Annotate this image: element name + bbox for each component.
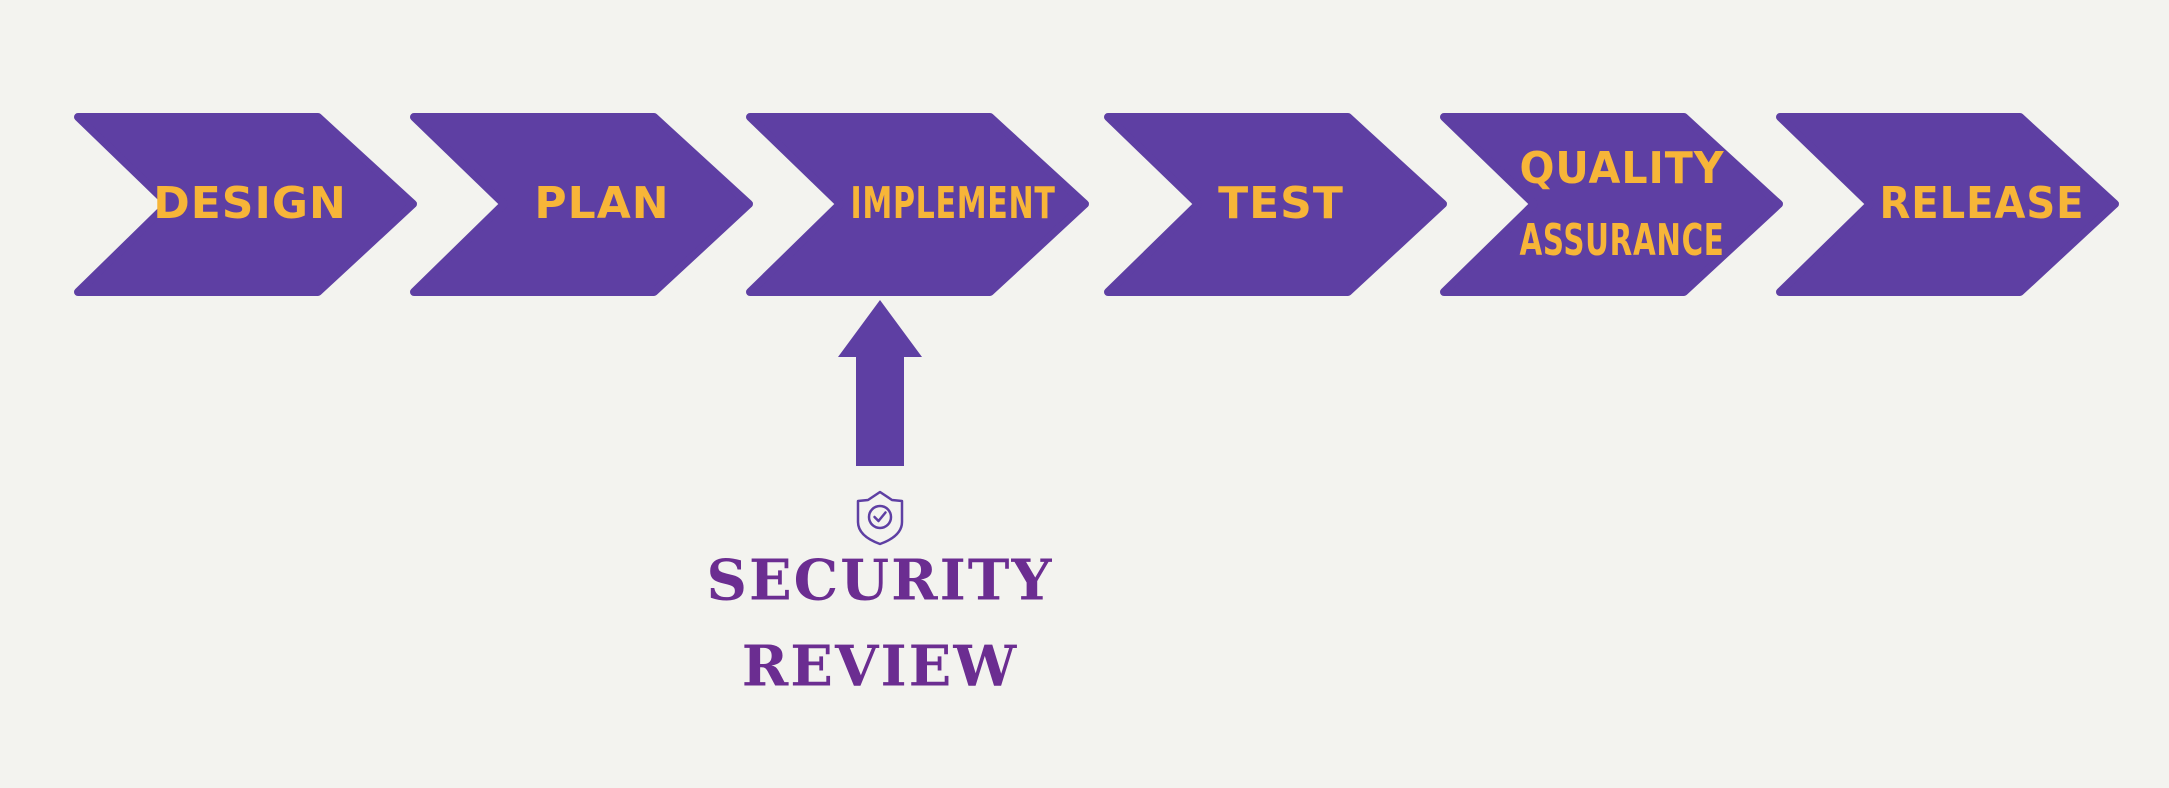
stage-label: TEST (1218, 178, 1344, 229)
chevron-shape (410, 113, 753, 296)
stage-design: DESIGN (74, 113, 417, 296)
shield-check-icon (856, 490, 904, 546)
stage-label-line-1: QUALITY (1520, 143, 1725, 194)
chevron-shape (1104, 113, 1447, 296)
stage-label: RELEASE (1880, 178, 2085, 229)
chevron-shape (1776, 113, 2119, 296)
stage-implement: IMPLEMENT (746, 113, 1089, 296)
stage-quality-assurance: QUALITY ASSURANCE (1440, 113, 1783, 296)
security-review: SECURITY REVIEW (707, 490, 1054, 700)
stage-label: PLAN (534, 178, 669, 229)
up-arrow (838, 300, 922, 466)
stage-label: DESIGN (153, 178, 347, 229)
review-label-line-2: REVIEW (742, 634, 1018, 700)
stage-release: RELEASE (1776, 113, 2119, 296)
stage-label-line-2: ASSURANCE (1520, 215, 1725, 266)
chevron-shape (1440, 113, 1783, 296)
stage-label: IMPLEMENT (851, 178, 1056, 229)
stage-plan: PLAN (410, 113, 753, 296)
stage-test: TEST (1104, 113, 1447, 296)
review-label-line-1: SECURITY (707, 548, 1054, 614)
chevron-shape (746, 113, 1089, 296)
chevron-shape (74, 113, 417, 296)
